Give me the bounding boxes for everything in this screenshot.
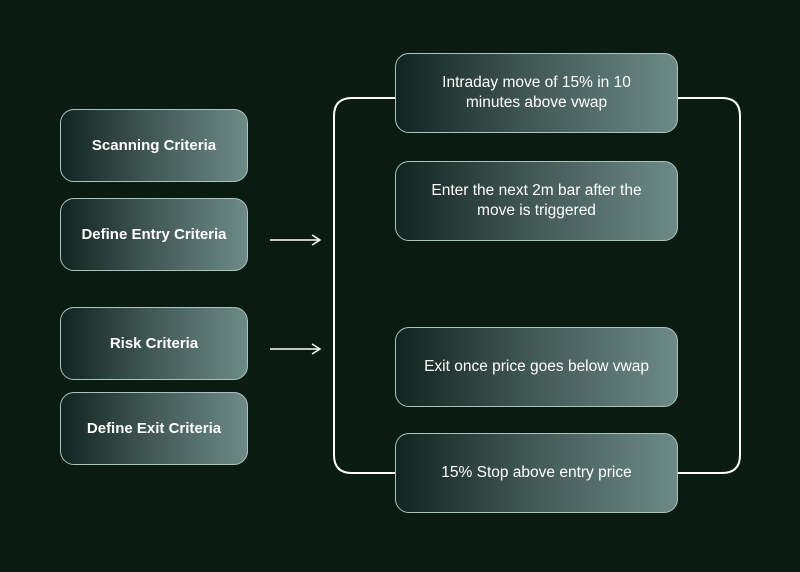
entry-rule-text: Enter the next 2m bar after the move is … xyxy=(431,182,642,219)
risk-criteria-label: Risk Criteria xyxy=(109,335,199,352)
arrow-icon-upper xyxy=(270,234,322,246)
scan-rule-box: Intraday move of 15% in 10 minutes above… xyxy=(395,53,678,133)
scanning-criteria-box: Scanning Criteria xyxy=(60,109,248,182)
bracket-line xyxy=(333,97,396,474)
arrow-icon-lower xyxy=(270,343,322,355)
stop-rule-text: 15% Stop above entry price xyxy=(441,464,632,481)
stop-rule-box: 15% Stop above entry price xyxy=(395,433,678,513)
scan-rule-text: Intraday move of 15% in 10 minutes above… xyxy=(442,74,631,111)
scanning-criteria-label: Scanning Criteria xyxy=(91,137,217,154)
exit-rule-text: Exit once price goes below vwap xyxy=(424,358,649,375)
entry-rule-box: Enter the next 2m bar after the move is … xyxy=(395,161,678,241)
exit-criteria-box: Define Exit Criteria xyxy=(60,392,248,465)
risk-criteria-box: Risk Criteria xyxy=(60,307,248,380)
exit-rule-box: Exit once price goes below vwap xyxy=(395,327,678,407)
bracket-line-right xyxy=(678,97,741,474)
entry-criteria-label: Define Entry Criteria xyxy=(81,226,227,243)
entry-criteria-box: Define Entry Criteria xyxy=(60,198,248,271)
exit-criteria-label: Define Exit Criteria xyxy=(86,420,222,437)
